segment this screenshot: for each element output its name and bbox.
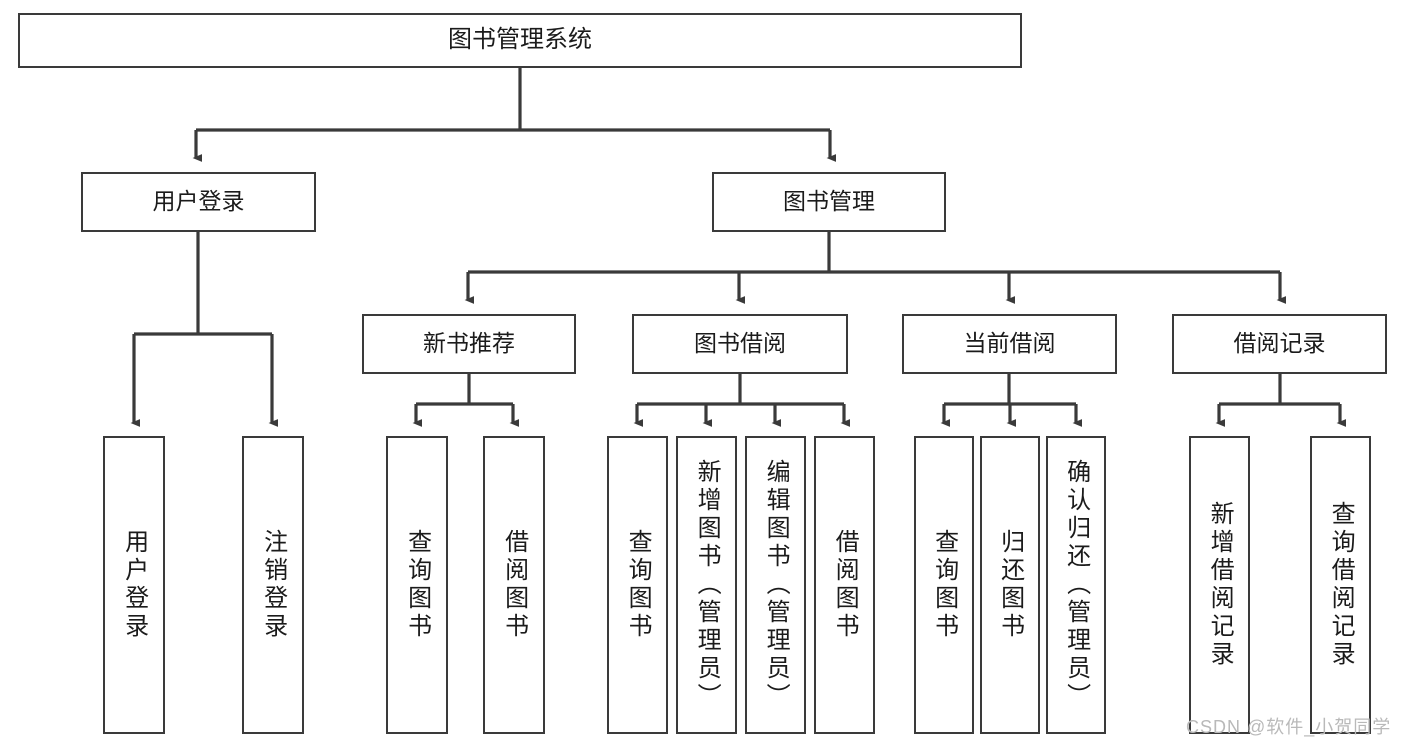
node-label: 查询图书 bbox=[624, 529, 652, 641]
leaf-return-book[interactable]: 归还图书 bbox=[980, 436, 1040, 734]
node-label: 确认归还（管理员） bbox=[1062, 459, 1090, 711]
node-new-book-recommend[interactable]: 新书推荐 bbox=[362, 314, 576, 374]
node-label: 查询图书 bbox=[930, 529, 958, 641]
node-label: 用户登录 bbox=[120, 529, 148, 641]
node-label: 查询借阅记录 bbox=[1327, 501, 1355, 669]
node-borrow-record[interactable]: 借阅记录 bbox=[1172, 314, 1387, 374]
node-current-borrow[interactable]: 当前借阅 bbox=[902, 314, 1117, 374]
node-label: 图书管理 bbox=[783, 188, 875, 215]
node-label: 查询图书 bbox=[403, 529, 431, 641]
leaf-query-book-recommend[interactable]: 查询图书 bbox=[386, 436, 448, 734]
leaf-query-book-current[interactable]: 查询图书 bbox=[914, 436, 974, 734]
watermark-text: CSDN @软件_小贺同学 bbox=[1186, 717, 1392, 737]
leaf-confirm-return-admin[interactable]: 确认归还（管理员） bbox=[1046, 436, 1106, 734]
leaf-add-borrow-record[interactable]: 新增借阅记录 bbox=[1189, 436, 1250, 734]
node-label: 借阅图书 bbox=[831, 529, 859, 641]
node-label: 借阅图书 bbox=[500, 529, 528, 641]
leaf-query-borrow-record[interactable]: 查询借阅记录 bbox=[1310, 436, 1371, 734]
leaf-user-login[interactable]: 用户登录 bbox=[103, 436, 165, 734]
leaf-edit-book-admin[interactable]: 编辑图书（管理员） bbox=[745, 436, 806, 734]
node-label: 新书推荐 bbox=[423, 330, 515, 357]
node-label: 编辑图书（管理员） bbox=[762, 459, 790, 711]
node-label: 用户登录 bbox=[152, 188, 245, 215]
node-label: 图书管理系统 bbox=[448, 26, 592, 54]
leaf-add-book-admin[interactable]: 新增图书（管理员） bbox=[676, 436, 737, 734]
node-user-login[interactable]: 用户登录 bbox=[81, 172, 316, 232]
node-label: 新增图书（管理员） bbox=[693, 459, 721, 711]
leaf-borrow-book[interactable]: 借阅图书 bbox=[814, 436, 875, 734]
leaf-borrow-book-recommend[interactable]: 借阅图书 bbox=[483, 436, 545, 734]
node-label: 注销登录 bbox=[259, 529, 287, 641]
leaf-query-book-borrow[interactable]: 查询图书 bbox=[607, 436, 668, 734]
leaf-logout[interactable]: 注销登录 bbox=[242, 436, 304, 734]
node-label: 新增借阅记录 bbox=[1206, 501, 1234, 669]
node-root-system[interactable]: 图书管理系统 bbox=[18, 13, 1022, 68]
node-book-borrow[interactable]: 图书借阅 bbox=[632, 314, 848, 374]
node-label: 借阅记录 bbox=[1233, 330, 1326, 357]
node-label: 当前借阅 bbox=[963, 330, 1056, 357]
node-label: 归还图书 bbox=[996, 529, 1024, 641]
node-label: 图书借阅 bbox=[694, 330, 786, 357]
node-book-management[interactable]: 图书管理 bbox=[712, 172, 946, 232]
